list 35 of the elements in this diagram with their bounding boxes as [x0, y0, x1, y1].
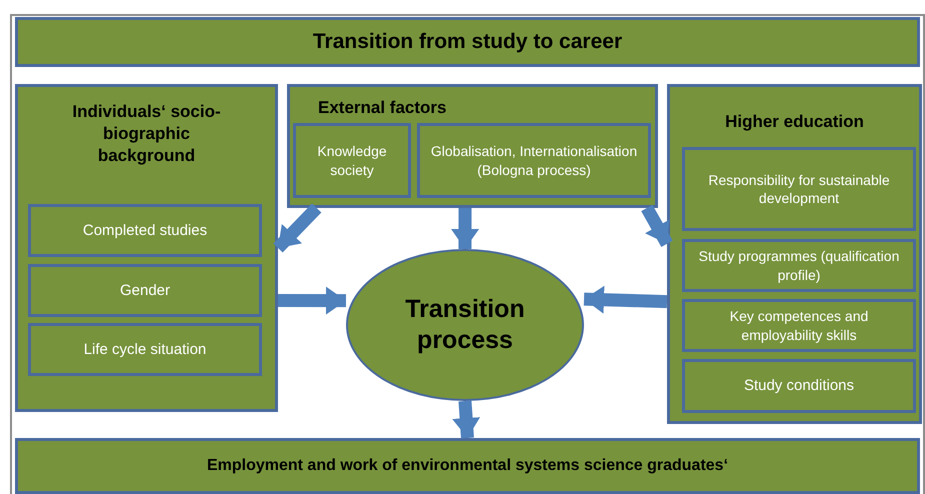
block-arrow [273, 203, 322, 253]
box-label: Key competences and employability skills [728, 307, 870, 344]
group-panel [15, 84, 278, 412]
group-heading: External factors [317, 97, 448, 119]
block-arrow [584, 286, 668, 314]
factor-box [28, 323, 262, 376]
process-label: Transition process [404, 294, 526, 356]
group-panel [667, 84, 922, 424]
box-label: Life cycle situation [82, 340, 208, 360]
box-label: Employment and work of environmental systems science graduates‘ [206, 456, 730, 476]
factor-box [28, 264, 262, 317]
box-label: Gender [118, 280, 172, 300]
group-heading: Individuals‘ socio-biographic background [71, 101, 222, 168]
group-heading: Higher education [724, 111, 865, 133]
factor-box [682, 239, 916, 292]
box-label: Completed studies [82, 220, 208, 240]
box-label: Responsibility for sustainable development [707, 170, 891, 208]
factor-box [293, 123, 411, 198]
box-label: Knowledge society [316, 142, 388, 179]
outcome-banner [15, 438, 920, 494]
box-label: Study conditions [742, 376, 856, 396]
factor-box [682, 299, 916, 352]
block-arrow [452, 400, 480, 438]
factor-box [417, 123, 651, 198]
box-label: Transition from study to career [312, 29, 624, 56]
group-panel [287, 84, 658, 208]
title-banner [15, 17, 920, 67]
factor-box [682, 147, 916, 231]
block-arrow [451, 208, 480, 250]
factor-box [28, 204, 262, 257]
box-label: Globalisation, Internationalisation (Bologna process) [430, 142, 638, 179]
block-arrow [641, 204, 673, 247]
box-label: Study programmes (qualification profile) [698, 247, 900, 284]
factor-box [682, 359, 916, 413]
block-arrow [278, 286, 346, 315]
